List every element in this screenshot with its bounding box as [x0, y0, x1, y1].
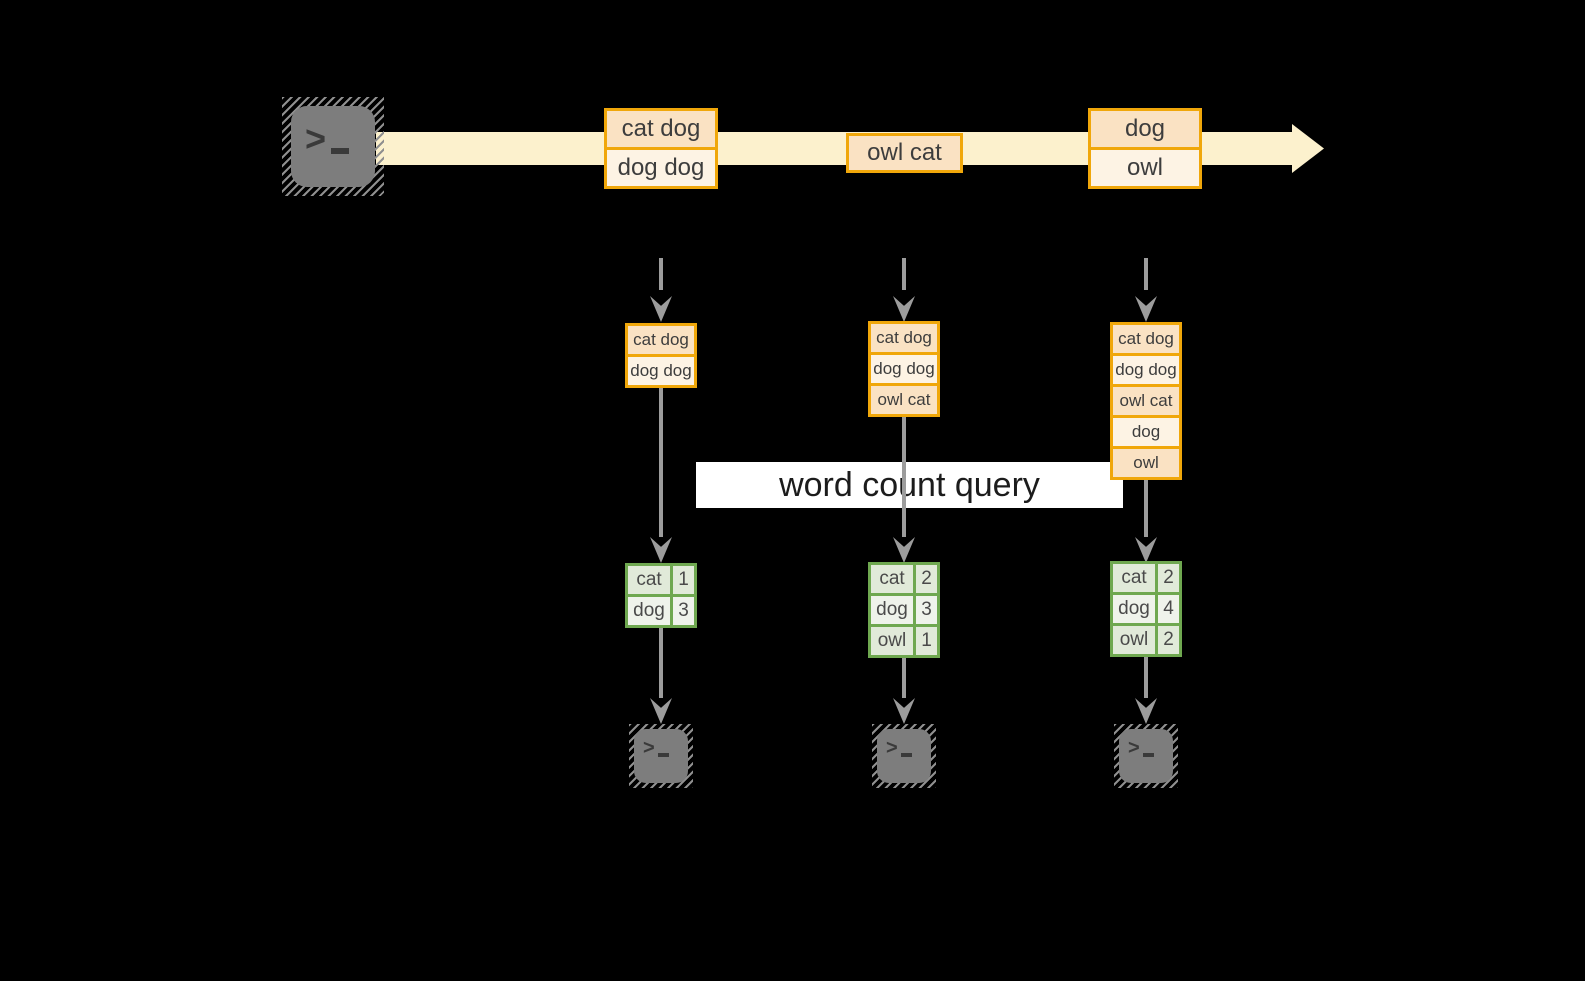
count-word: owl: [1113, 626, 1155, 654]
count-table-1: cat 1 dog 3: [625, 563, 697, 628]
terminal-body: >: [1119, 729, 1173, 783]
count-table-3: cat 2 dog 4 owl 2: [1110, 561, 1182, 657]
count-table-2: cat 2 dog 3 owl 1: [868, 562, 940, 658]
stream-batch-1: cat dog dog dog: [604, 108, 718, 189]
prompt-chevron: >: [643, 737, 655, 759]
count-value: 2: [1158, 564, 1179, 592]
buffer-item: owl: [1113, 446, 1179, 477]
terminal-prompt-icon: >: [877, 729, 931, 758]
count-word: dog: [871, 596, 913, 624]
dashed-arrow-line: [1144, 258, 1148, 290]
flow-arrow-head: [893, 698, 915, 724]
word-buffer-3: cat dog dog dog owl cat dog owl: [1110, 322, 1182, 480]
prompt-cursor-icon: [1142, 753, 1154, 757]
flow-arrow-line: [659, 387, 663, 537]
terminal-sink-icon: >: [872, 724, 936, 788]
buffer-item: dog dog: [871, 352, 937, 383]
flow-arrow-head: [893, 537, 915, 563]
dashed-arrow-head: [650, 296, 672, 322]
count-value: 2: [1158, 626, 1179, 654]
count-word: cat: [871, 565, 913, 593]
count-word: cat: [1113, 564, 1155, 592]
dashed-arrow-head: [893, 296, 915, 322]
flow-arrow-line: [1144, 480, 1148, 537]
count-word: cat: [628, 566, 670, 594]
dashed-arrow-line: [659, 258, 663, 290]
buffer-item: cat dog: [871, 324, 937, 352]
buffer-item: dog dog: [1113, 353, 1179, 384]
terminal-body: >: [291, 106, 375, 187]
buffer-item: cat dog: [1113, 325, 1179, 353]
terminal-source-icon: >: [282, 97, 384, 196]
word-buffer-2: cat dog dog dog owl cat: [868, 321, 940, 417]
terminal-body: >: [634, 729, 688, 783]
stream-batch-2: owl cat: [846, 133, 963, 173]
flow-arrow-line: [902, 417, 906, 537]
terminal-prompt-icon: >: [1119, 729, 1173, 758]
count-word: dog: [628, 597, 670, 625]
terminal-prompt-icon: >: [634, 729, 688, 758]
flow-arrow-line: [902, 658, 906, 698]
buffer-item: dog dog: [628, 354, 694, 385]
flow-arrow-head: [650, 537, 672, 563]
query-banner-label: word count query: [779, 465, 1040, 504]
count-value: 3: [673, 597, 694, 625]
terminal-sink-icon: >: [629, 724, 693, 788]
stream-batch-item: cat dog: [607, 111, 715, 147]
dashed-arrow-head: [1135, 296, 1157, 322]
stream-batch-item: owl cat: [849, 136, 960, 170]
count-value: 4: [1158, 595, 1179, 623]
flow-arrow-head: [650, 698, 672, 724]
count-value: 3: [916, 596, 937, 624]
stream-arrow-head: [1292, 124, 1324, 173]
word-buffer-1: cat dog dog dog: [625, 323, 697, 388]
count-value: 1: [673, 566, 694, 594]
flow-arrow-head: [1135, 537, 1157, 563]
stream-batch-item: dog dog: [607, 147, 715, 186]
buffer-item: cat dog: [628, 326, 694, 354]
terminal-sink-icon: >: [1114, 724, 1178, 788]
prompt-cursor-icon: [900, 753, 912, 757]
stream-batch-item: dog: [1091, 111, 1199, 147]
prompt-cursor-icon: [331, 148, 350, 154]
prompt-chevron: >: [886, 737, 898, 759]
flow-arrow-line: [659, 628, 663, 698]
prompt-chevron: >: [305, 118, 327, 159]
flow-arrow-line: [1144, 657, 1148, 698]
buffer-item: owl cat: [871, 383, 937, 414]
flow-arrow-head: [1135, 698, 1157, 724]
stream-batch-3: dog owl: [1088, 108, 1202, 189]
buffer-item: owl cat: [1113, 384, 1179, 415]
terminal-body: >: [877, 729, 931, 783]
terminal-prompt-icon: >: [291, 106, 375, 157]
dashed-arrow-line: [902, 258, 906, 290]
stream-batch-item: owl: [1091, 147, 1199, 186]
buffer-item: dog: [1113, 415, 1179, 446]
count-value: 2: [916, 565, 937, 593]
count-word: owl: [871, 627, 913, 655]
query-banner: word count query: [696, 462, 1123, 508]
prompt-cursor-icon: [657, 753, 669, 757]
prompt-chevron: >: [1128, 737, 1140, 759]
count-word: dog: [1113, 595, 1155, 623]
count-value: 1: [916, 627, 937, 655]
